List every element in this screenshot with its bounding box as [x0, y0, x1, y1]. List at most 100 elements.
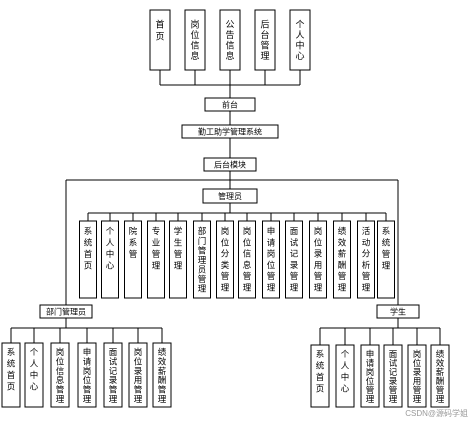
dept-admin-item-box-char: 管: [109, 384, 118, 395]
watermark: CSDN@源码学姐: [405, 409, 468, 418]
top-page-box-char: 人: [295, 30, 304, 41]
admin-item-box-char: 息: [243, 260, 252, 271]
admin-item-box-char: 理: [174, 262, 183, 272]
top-page-box-char: 理: [260, 51, 269, 62]
admin-item-box-char: 析: [362, 260, 371, 271]
admin-item-box-char: 理: [152, 262, 161, 272]
admin-item-box-char: 效: [338, 237, 347, 248]
admin-item-box-char: 绩: [338, 226, 347, 237]
dept-admin-item-box-char: 心: [30, 383, 39, 393]
dept-admin-item-box-char: 系: [7, 347, 16, 358]
admin-item-box-char: 门: [198, 236, 207, 247]
admin-item-box-char: 类: [221, 260, 230, 271]
student-item-box-char: 人: [341, 362, 350, 372]
top-page-box-char: 息: [225, 50, 234, 62]
admin-item-box-char: 管: [129, 249, 138, 260]
admin-item-box-char: 信: [243, 249, 252, 260]
admin-item-box-char: 分: [362, 250, 371, 260]
admin-item-box-char: 管: [221, 271, 230, 282]
student-item-box-char: 个: [341, 350, 350, 360]
student-item-box-char: 录: [389, 377, 398, 387]
student-item-box-char: 理: [389, 395, 398, 405]
admin-item-box-char: 理: [198, 285, 207, 295]
top-page-box-char: 个: [295, 20, 304, 31]
dept-admin-item-box-char: 薪: [158, 366, 167, 377]
admin-item-box-char: 酬: [338, 261, 347, 271]
admin-item-box-char: 管: [290, 271, 299, 282]
admin-item-box-char: 理: [314, 283, 323, 293]
admin-box: 管理员: [202, 188, 258, 204]
admin-item-box-char: 记: [290, 250, 299, 260]
admin-item-box-char: 管: [382, 249, 391, 260]
system-box-label: 勤工助学管理系统: [198, 127, 262, 137]
admin-item-box-char: 岗: [267, 249, 276, 260]
student-item-box-char: 中: [341, 372, 350, 383]
top-page-box-char: 告: [225, 29, 234, 41]
dept-admin-box-label: 部门管理员: [46, 307, 86, 317]
backend-box: 后台模块: [203, 157, 257, 172]
top-page-box-char: 信: [190, 40, 199, 52]
admin-item-box: 院系管: [124, 220, 142, 299]
admin-item-box-char: 位: [314, 237, 323, 248]
admin-item-box-char: 个: [106, 227, 115, 237]
admin-item-box-char: 管: [267, 271, 276, 282]
admin-item-box-char: 系: [129, 238, 138, 249]
admin-item-box-char: 首: [84, 249, 93, 260]
dept-admin-item-box-char: 岗: [83, 366, 92, 377]
admin-item-box-char: 心: [106, 262, 115, 272]
admin-item-box-char: 薪: [338, 249, 347, 260]
dept-admin-item-box-char: 个: [30, 348, 39, 358]
dept-admin-box: 部门管理员: [39, 304, 93, 319]
admin-item-box-char: 理: [382, 262, 391, 272]
front-box-label: 前台: [222, 100, 238, 110]
dept-admin-item-box-char: 管: [158, 384, 167, 395]
student-item-box-char: 首: [316, 372, 325, 383]
dept-admin-item-box-char: 录: [134, 367, 143, 377]
dept-admin-item-box-char: 理: [158, 395, 167, 405]
admin-item-box-char: 位: [221, 237, 230, 248]
student-item-box-char: 记: [389, 368, 398, 378]
admin-item-box-char: 管: [362, 271, 371, 282]
system-box: 勤工助学管理系统: [181, 124, 279, 139]
backend-box-label: 后台模块: [214, 160, 246, 170]
admin-item-box-char: 管: [198, 245, 207, 256]
admin-item-box-char: 理: [243, 283, 252, 293]
admin-item-box-char: 管: [152, 249, 161, 260]
student-item-box-char: 位: [413, 358, 422, 369]
dept-admin-item-box-char: 岗: [134, 347, 143, 358]
top-page-box-char: 台: [260, 29, 269, 41]
admin-item-box-char: 岗: [243, 226, 252, 237]
student-item-box-char: 统: [316, 361, 325, 372]
admin-box-label: 管理员: [218, 191, 242, 201]
admin-item-box-char: 生: [174, 238, 183, 249]
student-item-box-char: 绩: [436, 349, 445, 360]
admin-item-box-char: 理: [198, 256, 207, 266]
top-page-box-char: 信: [225, 40, 234, 52]
student-item-box-char: 理: [366, 395, 375, 405]
student-item-box-char: 系: [316, 349, 325, 360]
admin-item-box-char: 请: [267, 237, 276, 248]
dept-admin-item-box-char: 息: [56, 375, 65, 386]
dept-admin-item-box-char: 理: [56, 395, 65, 405]
admin-item-box-char: 理: [221, 283, 230, 293]
dept-admin-item-box-char: 位: [134, 357, 143, 368]
admin-item-box-char: 中: [106, 249, 115, 260]
admin-item-box-char: 活: [362, 226, 371, 237]
student-item-box-char: 管: [366, 385, 375, 396]
